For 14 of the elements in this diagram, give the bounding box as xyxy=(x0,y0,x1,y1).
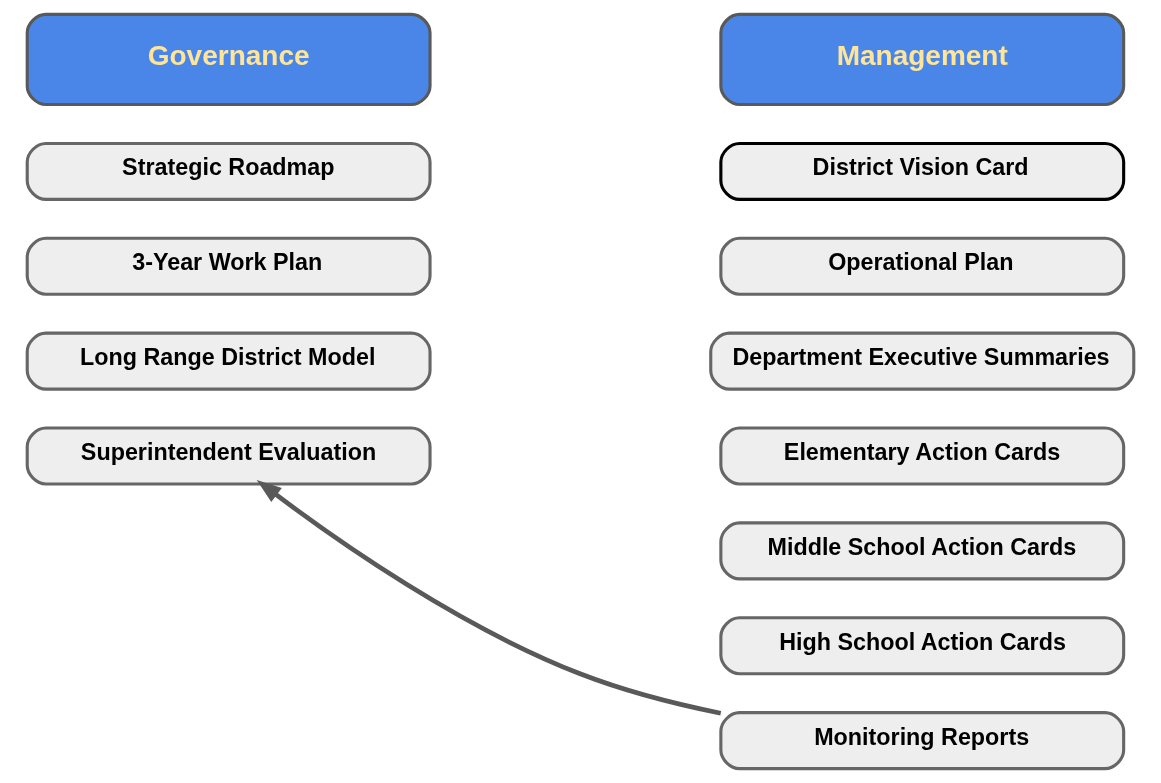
node-box: Elementary Action Cards xyxy=(719,426,1126,486)
node-box: Operational Plan xyxy=(719,236,1126,296)
node-box: Strategic Roadmap xyxy=(25,141,432,201)
node-box: Superintendent Evaluation xyxy=(25,426,432,486)
node-box: 3-Year Work Plan xyxy=(25,236,432,296)
node-box: Department Executive Summaries xyxy=(709,331,1136,391)
arrow xyxy=(256,479,722,716)
node-box: Long Range District Model xyxy=(25,331,432,391)
node-box: Governance xyxy=(25,12,432,107)
node-box: Middle School Action Cards xyxy=(719,521,1126,581)
node-box: High School Action Cards xyxy=(719,616,1126,676)
node-box: Monitoring Reports xyxy=(719,711,1126,771)
node-box: District Vision Card xyxy=(719,141,1126,201)
node-box: Management xyxy=(719,12,1126,107)
